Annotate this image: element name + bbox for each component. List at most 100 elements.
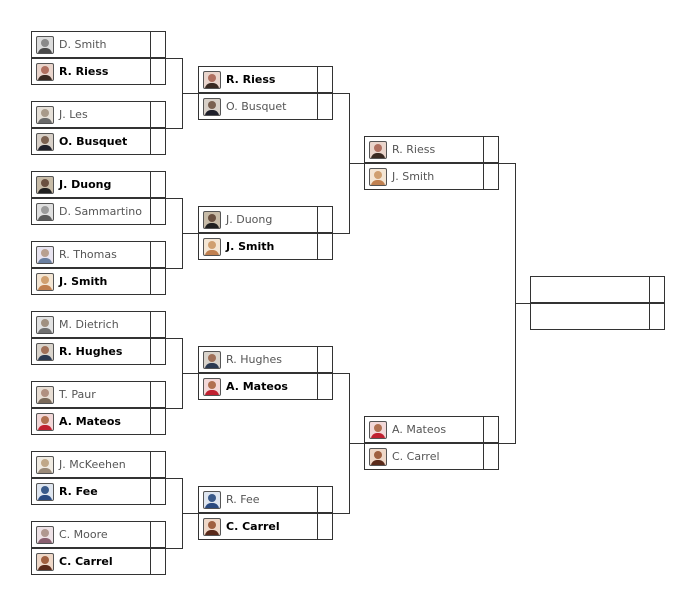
player-slot[interactable]: M. Dietrich [31, 311, 166, 338]
player-avatar [203, 238, 221, 256]
player-name: T. Paur [59, 388, 96, 401]
player-name: J. Smith [392, 170, 435, 183]
player-avatar [36, 456, 54, 474]
player-slot[interactable]: J. Duong [198, 206, 333, 233]
match: A. Mateos C. Carrel [364, 416, 499, 471]
player-avatar [36, 526, 54, 544]
player-slot[interactable]: R. Hughes [198, 346, 333, 373]
player-slot[interactable]: J. Smith [31, 268, 166, 295]
score-box [150, 242, 165, 267]
avatar-head [41, 109, 49, 117]
score-box [317, 347, 332, 372]
player-name: J. Smith [226, 240, 275, 253]
player-avatar [36, 316, 54, 334]
avatar-head [41, 556, 49, 564]
player-slot[interactable]: O. Busquet [31, 128, 166, 155]
player-slot[interactable]: C. Moore [31, 521, 166, 548]
player-slot[interactable]: C. Carrel [31, 548, 166, 575]
player-slot[interactable]: R. Fee [31, 478, 166, 505]
avatar-head [374, 424, 382, 432]
score-box [317, 207, 332, 232]
connector-line [333, 513, 349, 514]
player-name: R. Riess [392, 143, 436, 156]
connector-line [333, 233, 349, 234]
score-box [483, 444, 498, 469]
player-name: A. Mateos [392, 423, 447, 436]
score-box [317, 67, 332, 92]
avatar-body [38, 285, 52, 290]
player-name: R. Fee [59, 485, 98, 498]
score-box [150, 479, 165, 504]
avatar-body [205, 530, 219, 535]
score-box [150, 172, 165, 197]
player-avatar [36, 63, 54, 81]
connector-line [166, 338, 182, 339]
player-slot[interactable] [530, 303, 665, 330]
avatar-head [208, 101, 216, 109]
player-name: C. Moore [59, 528, 108, 541]
connector-line [515, 303, 530, 304]
player-name: O. Busquet [59, 135, 128, 148]
player-avatar [36, 133, 54, 151]
match: J. Les O. Busquet [31, 101, 166, 156]
avatar-body [38, 75, 52, 80]
score-box [483, 164, 498, 189]
connector-line [182, 373, 198, 374]
player-avatar [203, 378, 221, 396]
player-slot[interactable]: A. Mateos [364, 416, 499, 443]
player-slot[interactable]: D. Sammartino [31, 198, 166, 225]
score-box [150, 339, 165, 364]
player-slot[interactable]: C. Carrel [364, 443, 499, 470]
player-slot[interactable]: D. Smith [31, 31, 166, 58]
player-slot[interactable]: O. Busquet [198, 93, 333, 120]
player-slot[interactable]: T. Paur [31, 381, 166, 408]
connector-line [182, 93, 198, 94]
match: J. Duong J. Smith [198, 206, 333, 261]
player-slot[interactable]: R. Riess [198, 66, 333, 93]
player-avatar [36, 106, 54, 124]
player-slot[interactable]: A. Mateos [31, 408, 166, 435]
player-slot[interactable]: R. Riess [364, 136, 499, 163]
player-slot[interactable]: R. Thomas [31, 241, 166, 268]
player-avatar [369, 141, 387, 159]
match: T. Paur A. Mateos [31, 381, 166, 436]
player-avatar [36, 553, 54, 571]
avatar-body [38, 468, 52, 473]
avatar-head [41, 136, 49, 144]
match: J. McKeehen R. Fee [31, 451, 166, 506]
score-box [483, 417, 498, 442]
player-avatar [36, 203, 54, 221]
player-slot[interactable]: R. Fee [198, 486, 333, 513]
player-name: R. Riess [226, 73, 276, 86]
player-slot[interactable]: C. Carrel [198, 513, 333, 540]
player-avatar [36, 386, 54, 404]
player-slot[interactable]: J. Smith [364, 163, 499, 190]
player-slot[interactable]: A. Mateos [198, 373, 333, 400]
connector-line [166, 268, 182, 269]
avatar-head [208, 214, 216, 222]
avatar-body [205, 83, 219, 88]
player-slot[interactable]: J. Smith [198, 233, 333, 260]
player-slot[interactable]: J. Duong [31, 171, 166, 198]
score-box [317, 234, 332, 259]
avatar-body [205, 390, 219, 395]
player-name: M. Dietrich [59, 318, 119, 331]
avatar-head [41, 346, 49, 354]
avatar-head [208, 381, 216, 389]
player-avatar [203, 491, 221, 509]
player-slot[interactable]: J. McKeehen [31, 451, 166, 478]
score-box [317, 374, 332, 399]
player-slot[interactable] [530, 276, 665, 303]
player-slot[interactable]: R. Hughes [31, 338, 166, 365]
avatar-head [41, 529, 49, 537]
player-slot[interactable]: R. Riess [31, 58, 166, 85]
player-slot[interactable]: J. Les [31, 101, 166, 128]
avatar-body [38, 355, 52, 360]
avatar-body [205, 223, 219, 228]
score-box [150, 269, 165, 294]
